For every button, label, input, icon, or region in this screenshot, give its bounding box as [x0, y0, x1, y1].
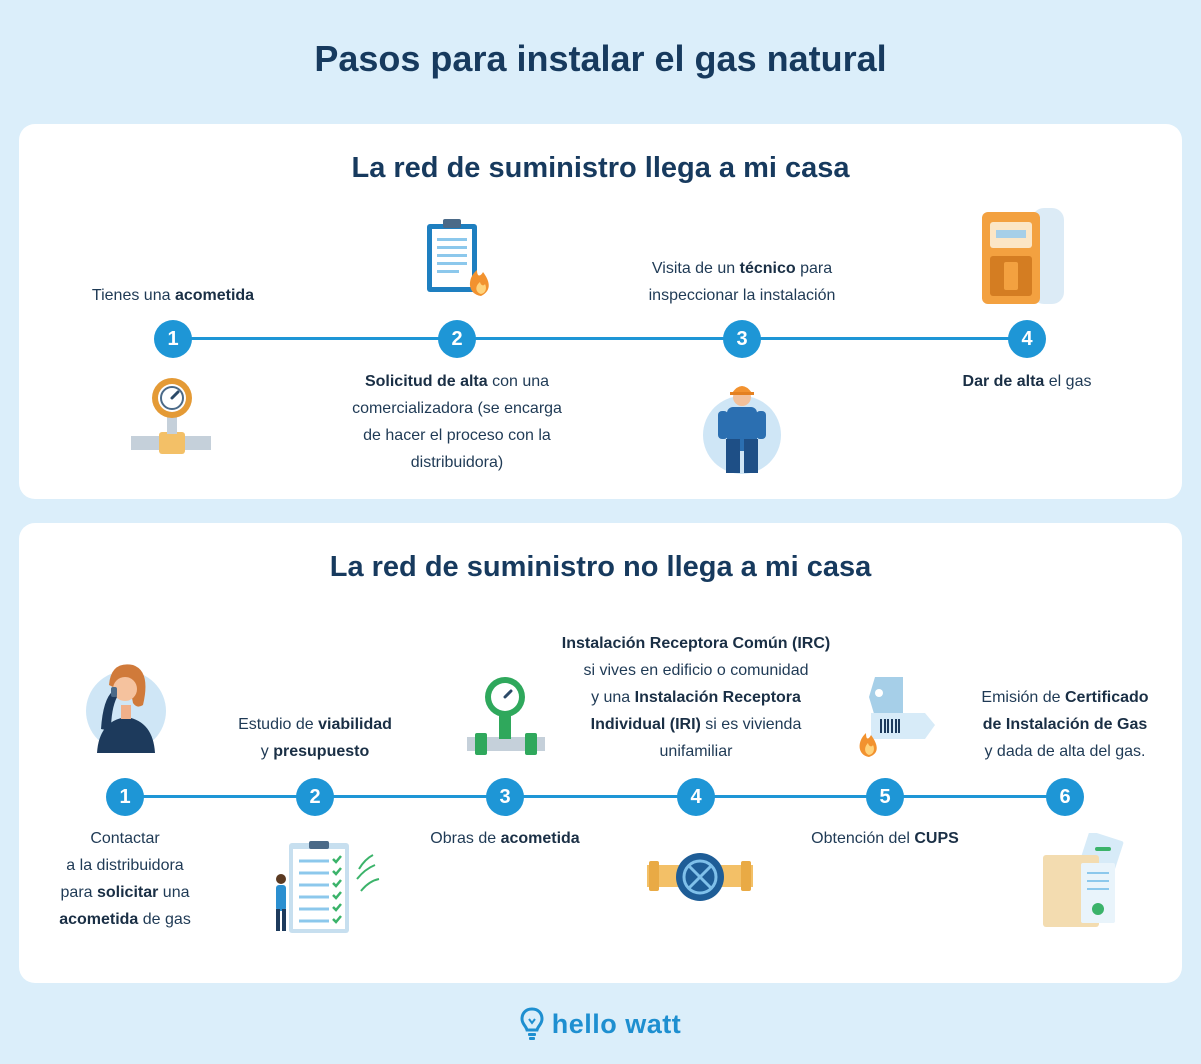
cups-tag-icon — [859, 677, 935, 757]
section-title: La red de suministro llega a mi casa — [351, 152, 850, 184]
technician-icon — [703, 386, 781, 474]
page-title: Pasos para instalar el gas natural — [314, 38, 887, 79]
application-form-icon — [427, 219, 489, 296]
emphasized-text: Certificado — [1065, 689, 1149, 706]
emphasized-text: viabilidad — [318, 716, 392, 733]
step-number-3: 3 — [486, 778, 524, 816]
step-number-1: 1 — [154, 320, 192, 358]
emphasized-text: de Instalación de Gas — [982, 716, 1148, 733]
step-number-2: 2 — [438, 320, 476, 358]
step-text-3: Obras de acometida — [430, 830, 580, 847]
lightbulb-icon — [520, 1007, 544, 1040]
section-title: La red de suministro no llega a mi casa — [329, 551, 872, 583]
emphasized-text: acometida — [174, 287, 255, 304]
timeline-line — [173, 337, 1028, 340]
step-number-6: 6 — [1046, 778, 1084, 816]
timeline-line — [125, 795, 1065, 798]
green-gauge-pipe-icon — [467, 677, 545, 755]
emphasized-text: solicitar — [96, 884, 159, 901]
step-number-4: 4 — [1008, 320, 1046, 358]
step-number-4: 4 — [677, 778, 715, 816]
logo-text: hello watt — [551, 1008, 682, 1039]
emphasized-text: acometida — [500, 830, 580, 847]
step-text-4: Dar de alta el gas — [962, 373, 1092, 390]
pressure-gauge-icon — [131, 378, 211, 454]
emphasized-text: Individual (IRI) — [590, 716, 701, 733]
gas-meter-icon — [982, 208, 1064, 304]
emphasized-text: Solicitud de alta — [364, 373, 488, 390]
step-number-3: 3 — [723, 320, 761, 358]
step-number-1: 1 — [106, 778, 144, 816]
step-number-5: 5 — [866, 778, 904, 816]
emphasized-text: técnico — [739, 260, 796, 277]
emphasized-text: CUPS — [914, 830, 959, 847]
section-card-supply-reaches-home: La red de suministro llega a mi casa 1 2… — [19, 124, 1182, 499]
woman-on-phone-icon — [86, 664, 166, 753]
emphasized-text: Dar de alta — [962, 373, 1045, 390]
section-card-supply-not-reaches-home: La red de suministro no llega a mi casa … — [19, 523, 1182, 983]
step-text-1: Tienes una acometida — [91, 287, 255, 304]
emphasized-text: Instalación Receptora — [634, 689, 801, 706]
valve-icon — [647, 853, 753, 901]
step-number-2: 2 — [296, 778, 334, 816]
step-text-3: Visita de un técnico para inspeccionar l… — [648, 260, 836, 304]
step-text-2: Solicitud de alta con una comercializado… — [352, 373, 562, 471]
checklist-icon — [276, 841, 380, 933]
hello-watt-logo: hello watt — [0, 1007, 1201, 1041]
step-text-4: Instalación Receptora Común (IRC)si vive… — [561, 635, 831, 760]
emphasized-text: presupuesto — [273, 743, 370, 760]
emphasized-text: Instalación Receptora Común (IRC) — [561, 635, 831, 652]
emphasized-text: acometida — [59, 911, 139, 928]
certificate-folder-icon — [1043, 833, 1124, 927]
step-text-5: Obtención del CUPS — [811, 830, 959, 847]
